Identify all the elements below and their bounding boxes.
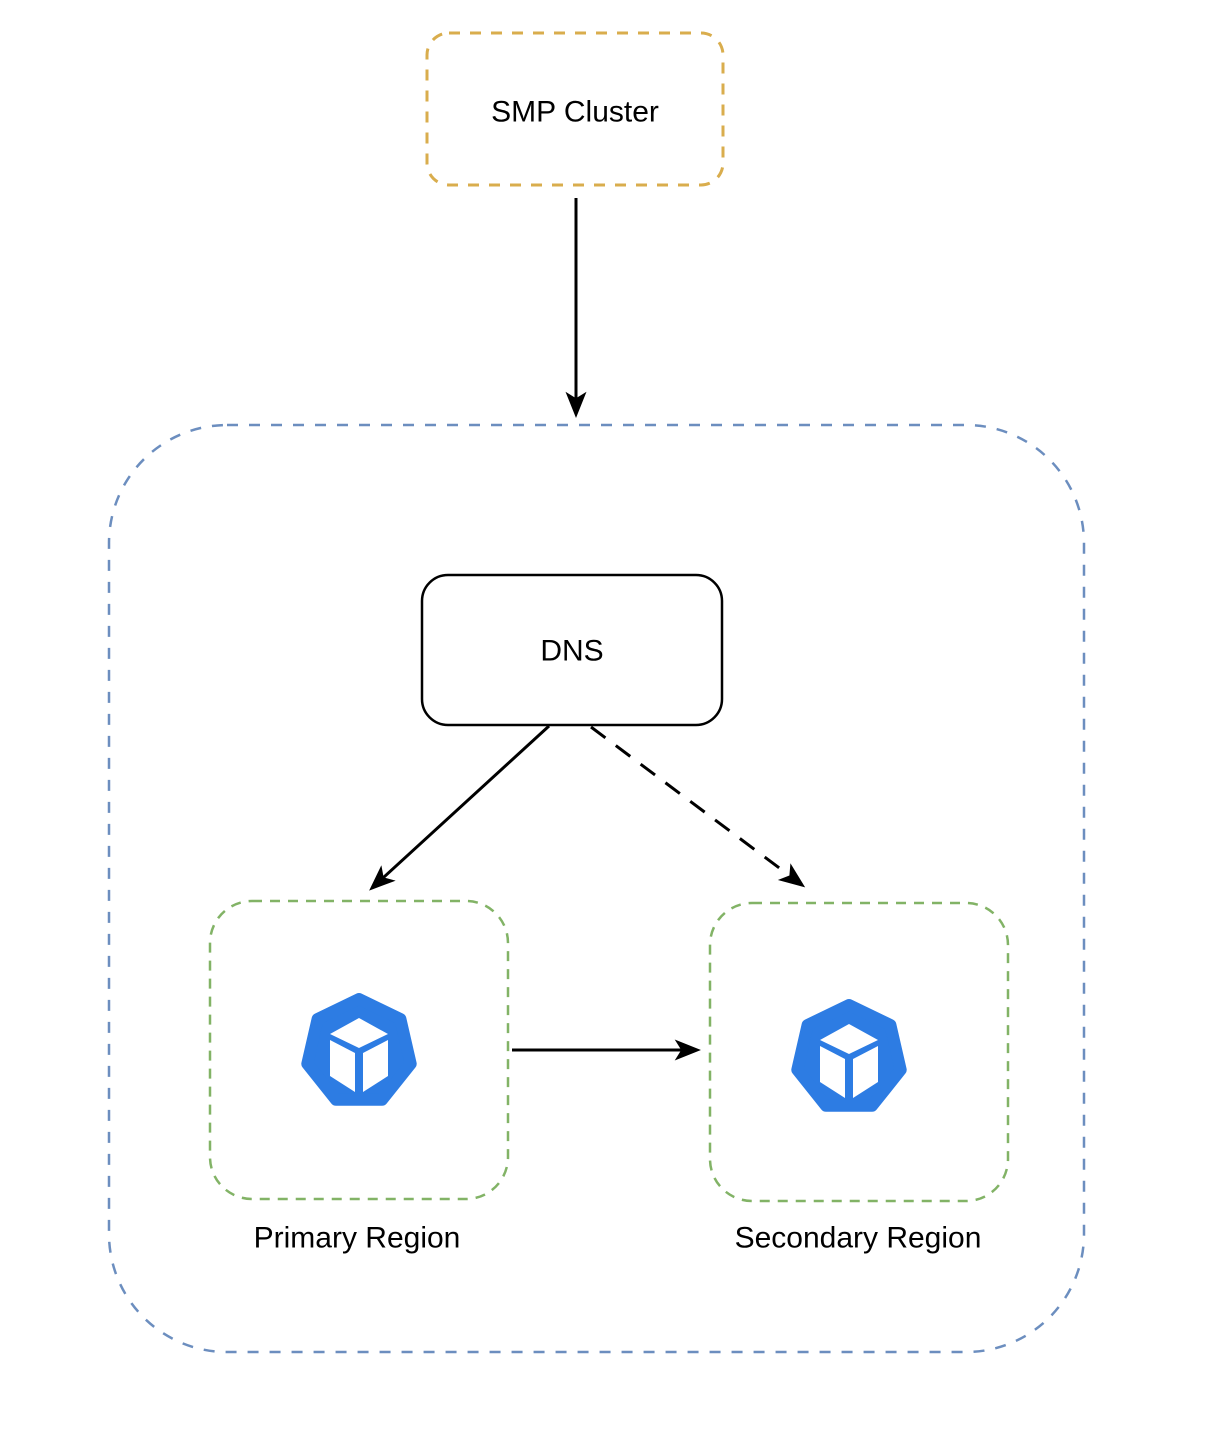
smp-cluster-node: SMP Cluster (425, 31, 725, 187)
heptagon-shape (791, 999, 907, 1112)
cube-right-face (853, 1046, 878, 1098)
dns-node: DNS (420, 573, 724, 727)
cube-top-face (820, 1024, 878, 1054)
secondary-region-label: Secondary Region (735, 1222, 982, 1255)
regions-container (107, 423, 1086, 1354)
cube-top-face (330, 1018, 388, 1048)
primary-region-node: Primary Region (208, 899, 510, 1255)
secondary-region-node: Secondary Region (708, 901, 1010, 1255)
smp-cluster-box (425, 31, 725, 187)
arrow-dns-to-primary (369, 724, 551, 891)
heptagon-shape (301, 993, 417, 1106)
cluster-cube-icon (301, 993, 417, 1106)
smp-cluster-label: SMP Cluster (491, 96, 659, 129)
cube-left-face (820, 1046, 845, 1098)
cube-left-face (330, 1040, 355, 1092)
cluster-cube-icon (791, 999, 907, 1112)
dns-label: DNS (540, 635, 603, 668)
cube-right-face (363, 1040, 388, 1092)
primary-region-label: Primary Region (254, 1222, 461, 1255)
arrow-dns-to-secondary-dashed (590, 725, 806, 888)
dns-box (420, 573, 724, 727)
